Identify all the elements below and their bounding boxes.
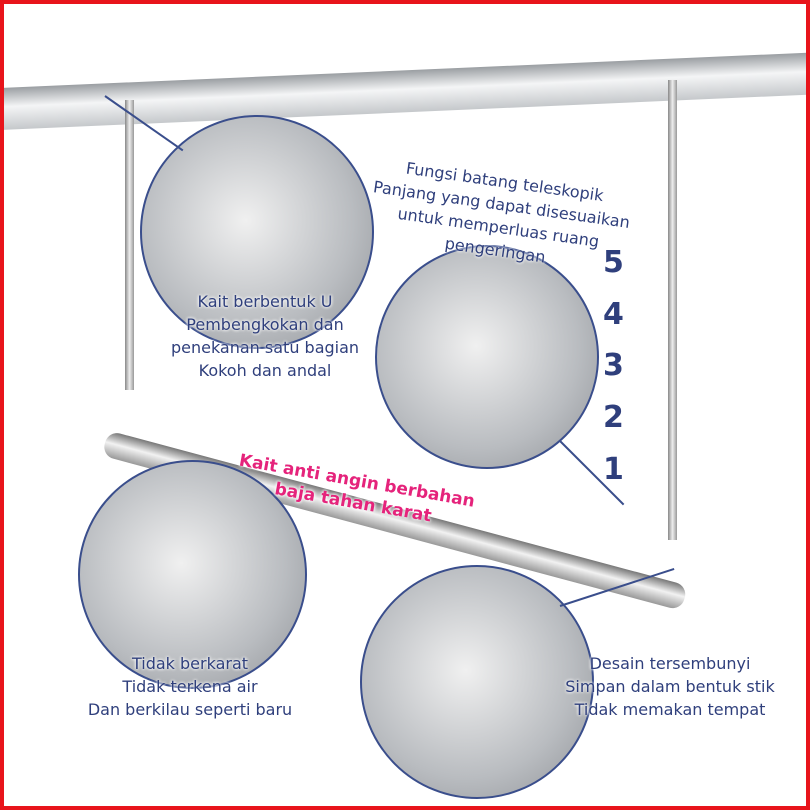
caption-line: penekanan satu bagian — [170, 338, 360, 357]
rust-caption: Tidak berkarat Tidak terkena air Dan ber… — [50, 652, 330, 721]
hidden-hook-detail-circle — [360, 565, 594, 799]
rust-detail-circle — [78, 460, 307, 689]
caption-line: Simpan dalam bentuk stik — [565, 677, 775, 696]
right-pole — [668, 80, 677, 540]
caption-line: Dan berkilau seperti baru — [87, 700, 293, 719]
scale-number: 2 — [603, 400, 624, 435]
telescopic-detail-circle — [375, 245, 599, 469]
hidden-caption: Desain tersembunyi Simpan dalam bentuk s… — [535, 652, 805, 721]
hook-detail-circle — [140, 115, 374, 349]
caption-line: Kait berbentuk U — [197, 292, 333, 311]
scale-number: 5 — [603, 245, 624, 280]
scale-number: 4 — [603, 297, 624, 332]
clothes-rail — [0, 52, 810, 130]
scale-number: 3 — [603, 348, 624, 383]
caption-line: Tidak memakan tempat — [574, 700, 766, 719]
caption-line: Kokoh dan andal — [198, 361, 332, 380]
left-pole — [125, 100, 134, 390]
caption-line: Tidak terkena air — [122, 677, 258, 696]
caption-line: Tidak berkarat — [131, 654, 249, 673]
caption-line: Pembengkokan dan — [186, 315, 344, 334]
scale-number: 1 — [603, 452, 624, 487]
hook-caption: Kait berbentuk U Pembengkokan dan peneka… — [145, 290, 385, 382]
caption-line: Desain tersembunyi — [589, 654, 751, 673]
